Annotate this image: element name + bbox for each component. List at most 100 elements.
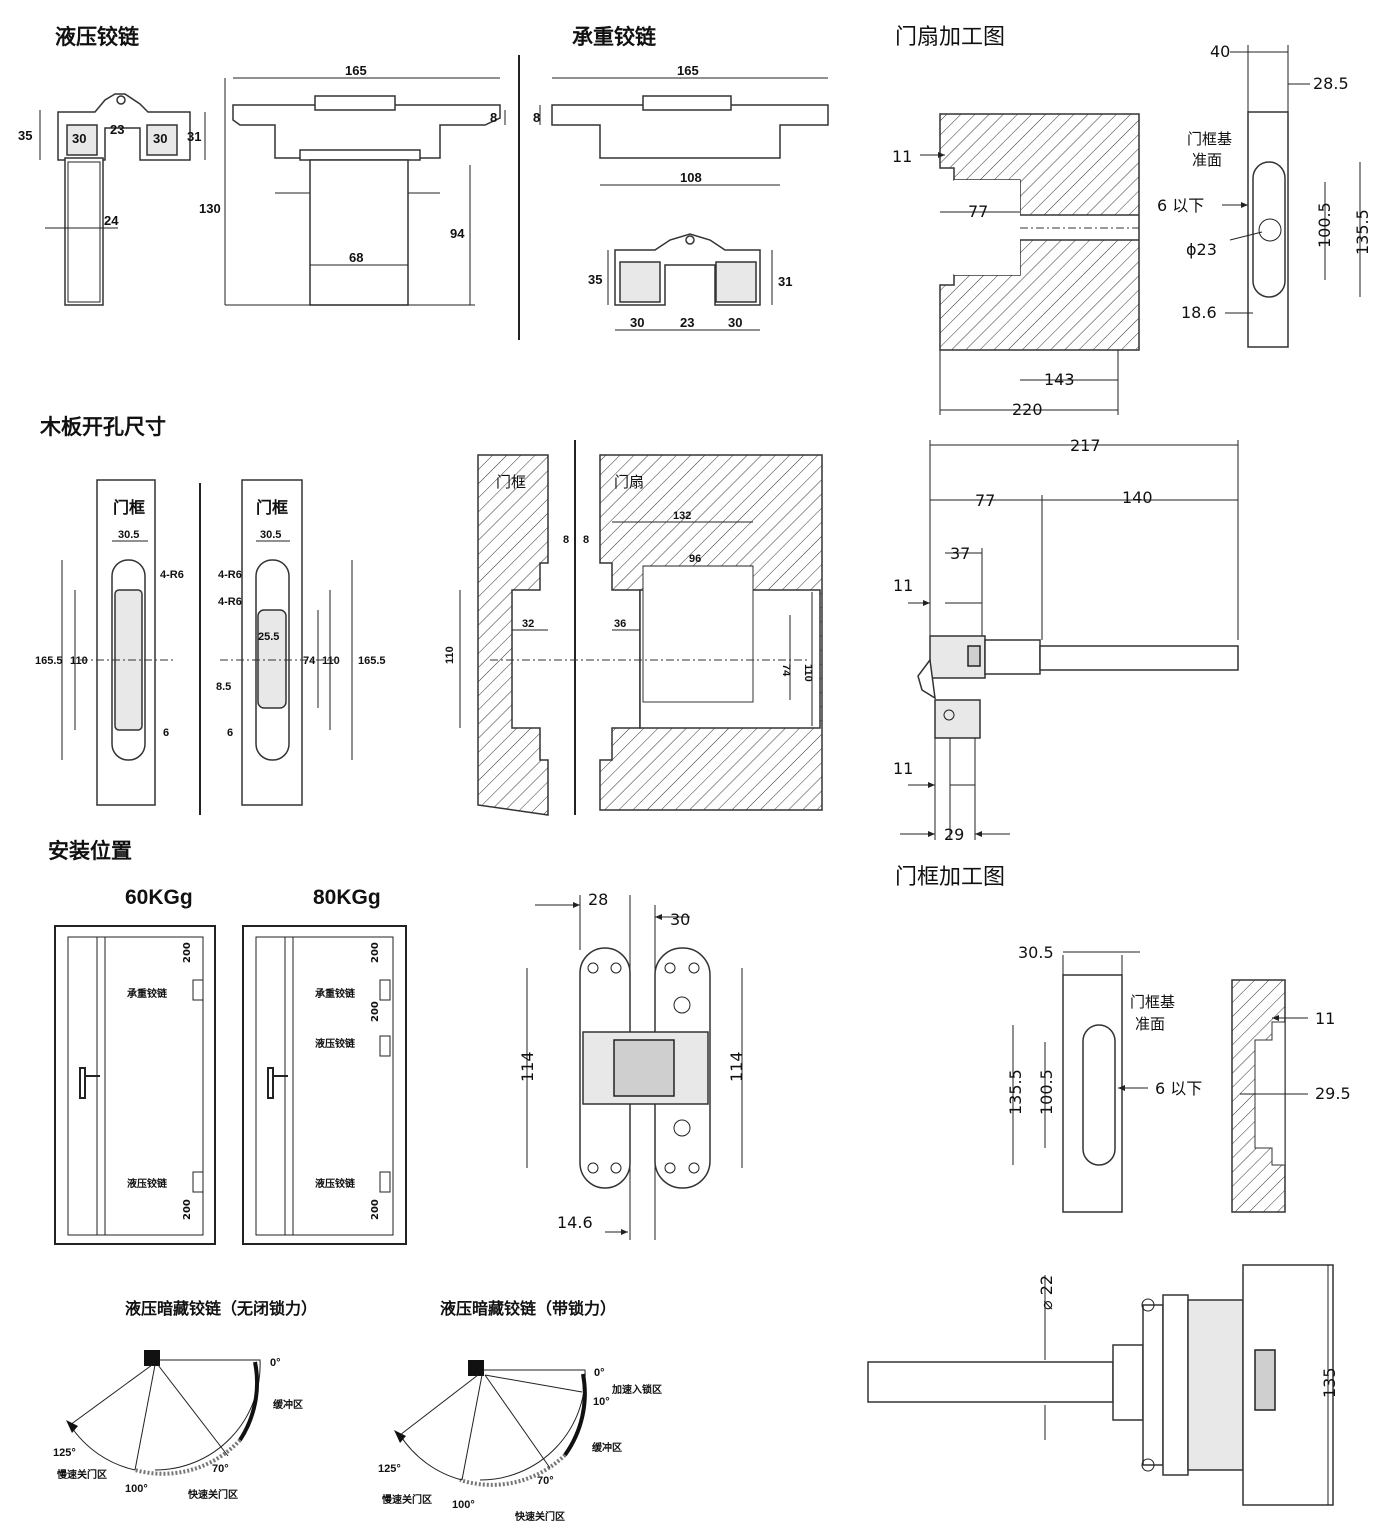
- svg-text:14.6: 14.6: [557, 1213, 593, 1232]
- svg-text:慢速关门区: 慢速关门区: [382, 1493, 432, 1506]
- svg-text:68: 68: [349, 250, 363, 265]
- svg-text:液压铰链: 液压铰链: [315, 1037, 356, 1050]
- svg-text:8: 8: [490, 110, 497, 125]
- arc-left-drawing: 液压暗藏铰链（无闭锁力） 0° 缓冲区 125° 70° 100° 慢速关门区 …: [53, 1299, 317, 1501]
- svg-text:100.5: 100.5: [1037, 1069, 1056, 1115]
- svg-text:114: 114: [518, 1051, 537, 1082]
- svg-text:门框基: 门框基: [1187, 130, 1232, 148]
- svg-text:30.5: 30.5: [118, 529, 139, 541]
- svg-text:准面: 准面: [1192, 151, 1222, 169]
- hydraulic-plate-drawing: 165 8 108 68 130 94: [199, 63, 506, 306]
- svg-text:35: 35: [588, 272, 602, 287]
- svg-text:108: 108: [680, 170, 702, 185]
- svg-text:110: 110: [802, 664, 814, 682]
- bottom-hinge-drawing: ⌀ 22 135: [867, 1264, 1339, 1506]
- svg-text:77: 77: [968, 202, 988, 221]
- svg-text:23: 23: [680, 315, 694, 330]
- hydraulic-hinge-drawing: 35 30 23 30 31 24: [18, 93, 206, 306]
- svg-text:承重铰链: 承重铰链: [315, 987, 356, 1000]
- svg-text:缓冲区: 缓冲区: [272, 1398, 303, 1411]
- svg-text:96: 96: [689, 553, 701, 565]
- svg-text:200: 200: [182, 942, 193, 963]
- svg-text:100°: 100°: [452, 1499, 475, 1511]
- svg-text:6 以下: 6 以下: [1157, 196, 1204, 215]
- svg-text:29: 29: [944, 825, 964, 844]
- svg-text:慢速关门区: 慢速关门区: [57, 1468, 107, 1481]
- svg-text:36: 36: [614, 618, 626, 630]
- svg-text:37: 37: [950, 544, 970, 563]
- svg-text:4-R6: 4-R6: [218, 569, 242, 581]
- svg-text:11: 11: [1315, 1009, 1335, 1028]
- svg-text:液压铰链: 液压铰链: [315, 1177, 356, 1190]
- svg-text:4-R6: 4-R6: [218, 596, 242, 608]
- svg-text:135.5: 135.5: [1353, 209, 1372, 255]
- svg-text:30: 30: [153, 131, 167, 146]
- svg-text:200: 200: [370, 1001, 381, 1022]
- heading-frame-drawing: 门框加工图: [895, 865, 1005, 890]
- heading-install-position: 安装位置: [48, 839, 132, 863]
- svg-text:快速关门区: 快速关门区: [187, 1488, 238, 1501]
- svg-text:135: 135: [1320, 1367, 1339, 1398]
- svg-text:4-R6: 4-R6: [160, 569, 184, 581]
- svg-text:125°: 125°: [53, 1447, 76, 1459]
- side-drawing: 217 77 140 37 11 11 29: [893, 436, 1239, 844]
- svg-text:0°: 0°: [270, 1357, 281, 1369]
- svg-text:130: 130: [199, 201, 221, 216]
- svg-text:18.6: 18.6: [1181, 303, 1217, 322]
- svg-text:70°: 70°: [537, 1475, 554, 1487]
- svg-text:6 以下: 6 以下: [1155, 1079, 1202, 1098]
- svg-text:30: 30: [670, 910, 690, 929]
- svg-text:217: 217: [1070, 436, 1101, 455]
- svg-text:60KGg: 60KGg: [125, 886, 193, 909]
- svg-text:143: 143: [1044, 370, 1075, 389]
- svg-text:110: 110: [322, 655, 340, 667]
- svg-text:11: 11: [893, 759, 913, 778]
- svg-text:110: 110: [444, 646, 456, 664]
- svg-text:28.5: 28.5: [1313, 74, 1349, 93]
- svg-text:100°: 100°: [125, 1483, 148, 1495]
- svg-text:165.5: 165.5: [358, 655, 386, 667]
- svg-text:30.5: 30.5: [1018, 943, 1054, 962]
- svg-text:30: 30: [630, 315, 644, 330]
- svg-text:8.5: 8.5: [216, 681, 231, 693]
- svg-text:40: 40: [1210, 42, 1230, 61]
- svg-text:加速入锁区: 加速入锁区: [611, 1383, 662, 1396]
- hinge-front-drawing: 28 30 114 114 14.6: [518, 890, 746, 1240]
- svg-text:94: 94: [450, 226, 465, 241]
- svg-text:165: 165: [345, 63, 367, 78]
- hole-right-drawing: 门框 30.5 4-R6 4-R6 25.5 74 110 165.5 8.5 …: [216, 479, 386, 806]
- svg-text:8: 8: [583, 534, 589, 546]
- svg-text:30: 30: [728, 315, 742, 330]
- svg-text:220: 220: [1012, 400, 1043, 419]
- svg-text:25.5: 25.5: [258, 631, 279, 643]
- svg-text:135.5: 135.5: [1006, 1069, 1025, 1115]
- svg-text:114: 114: [727, 1051, 746, 1082]
- svg-text:74: 74: [303, 655, 316, 667]
- leaf-drawing: 11 77 143 220 40 28.5 门框基 准面 6 以下 ϕ23 10…: [892, 42, 1372, 419]
- svg-text:110: 110: [70, 655, 88, 667]
- install-doors: 60KGg 80KGg 承重铰链 液压铰链 200 200 承重铰链 液压铰链 …: [54, 886, 407, 1245]
- svg-text:准面: 准面: [1135, 1015, 1165, 1033]
- svg-text:29.5: 29.5: [1315, 1084, 1351, 1103]
- load-hinge-drawing: 165 8 108 35 31 30 23 30: [533, 63, 829, 331]
- hole-left-drawing: 门框 30.5 4-R6 165.5 110 6: [35, 479, 184, 806]
- svg-text:6: 6: [227, 727, 233, 739]
- svg-text:门扇: 门扇: [614, 473, 644, 491]
- svg-text:快速关门区: 快速关门区: [514, 1510, 565, 1523]
- svg-text:ϕ23: ϕ23: [1186, 240, 1217, 259]
- svg-text:140: 140: [1122, 488, 1153, 507]
- svg-text:30: 30: [72, 131, 86, 146]
- svg-text:125°: 125°: [378, 1463, 401, 1475]
- svg-text:11: 11: [892, 147, 912, 166]
- svg-text:80KGg: 80KGg: [313, 886, 381, 909]
- svg-text:70°: 70°: [212, 1463, 229, 1475]
- svg-text:200: 200: [370, 1199, 381, 1220]
- svg-text:缓冲区: 缓冲区: [591, 1441, 622, 1454]
- frame-drawing: 30.5 门框基 准面 135.5 100.5 6 以下 11 29.5: [1006, 943, 1351, 1213]
- svg-text:35: 35: [18, 128, 32, 143]
- svg-text:11: 11: [893, 576, 913, 595]
- svg-text:门框: 门框: [256, 498, 288, 517]
- svg-text:10°: 10°: [593, 1396, 610, 1408]
- heading-load-hinge: 承重铰链: [572, 25, 657, 49]
